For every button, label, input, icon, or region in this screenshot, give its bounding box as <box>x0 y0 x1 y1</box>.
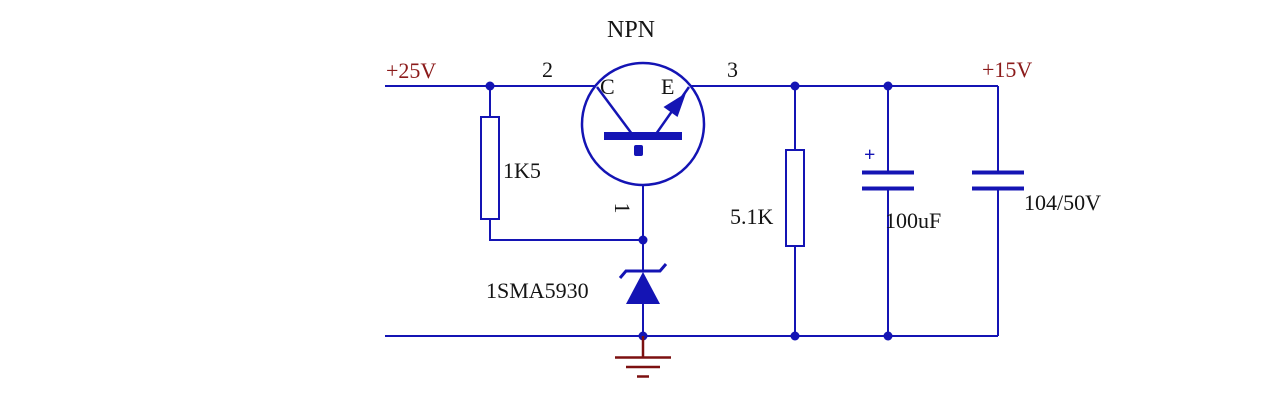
power-output-label: +15V <box>982 57 1033 82</box>
resistor-r1-value-label: 1K5 <box>503 158 541 183</box>
r1-bottom-lead <box>489 219 643 241</box>
emitter-terminal-label: E <box>661 74 675 99</box>
transistor-npn-symbol <box>580 61 706 187</box>
resistor-r1-body <box>480 116 500 220</box>
junction-dot <box>638 235 648 245</box>
junction-dot <box>883 81 893 91</box>
power-input-label: +25V <box>386 58 437 83</box>
transistor-body-circle <box>580 61 706 187</box>
collector-terminal-label: C <box>600 74 615 99</box>
capacitor-c1-value-label: 100uF <box>885 208 942 233</box>
resistor-r2-body <box>785 149 805 247</box>
capacitor-c1-symbol <box>862 170 914 191</box>
zener-diode-symbol <box>618 263 668 304</box>
zener-diode-value-label: 1SMA5930 <box>486 278 589 303</box>
junction-dot <box>485 81 495 91</box>
emitter-pin-number: 3 <box>727 57 738 82</box>
collector-pin-number: 2 <box>542 57 553 82</box>
transistor-emitter-arrow-icon <box>663 93 686 117</box>
junction-dot <box>790 331 800 341</box>
zener-cathode-bar <box>618 263 668 279</box>
transistor-collector-line <box>595 86 634 135</box>
transistor-base-notch <box>634 145 643 156</box>
capacitor-c1-polarity-label: + <box>864 144 876 166</box>
transistor-base-bar <box>604 132 682 140</box>
base-pin-number: 1 <box>610 202 635 214</box>
resistor-r2-value-label: 5.1K <box>730 204 774 229</box>
transistor-type-label: NPN <box>607 17 656 43</box>
zener-anode-triangle <box>626 272 660 304</box>
ground-icon <box>615 336 671 378</box>
junction-dot <box>790 81 800 91</box>
capacitor-c2-value-label: 104/50V <box>1024 190 1101 215</box>
junction-dot <box>883 331 893 341</box>
capacitor-c2-symbol <box>972 170 1024 191</box>
